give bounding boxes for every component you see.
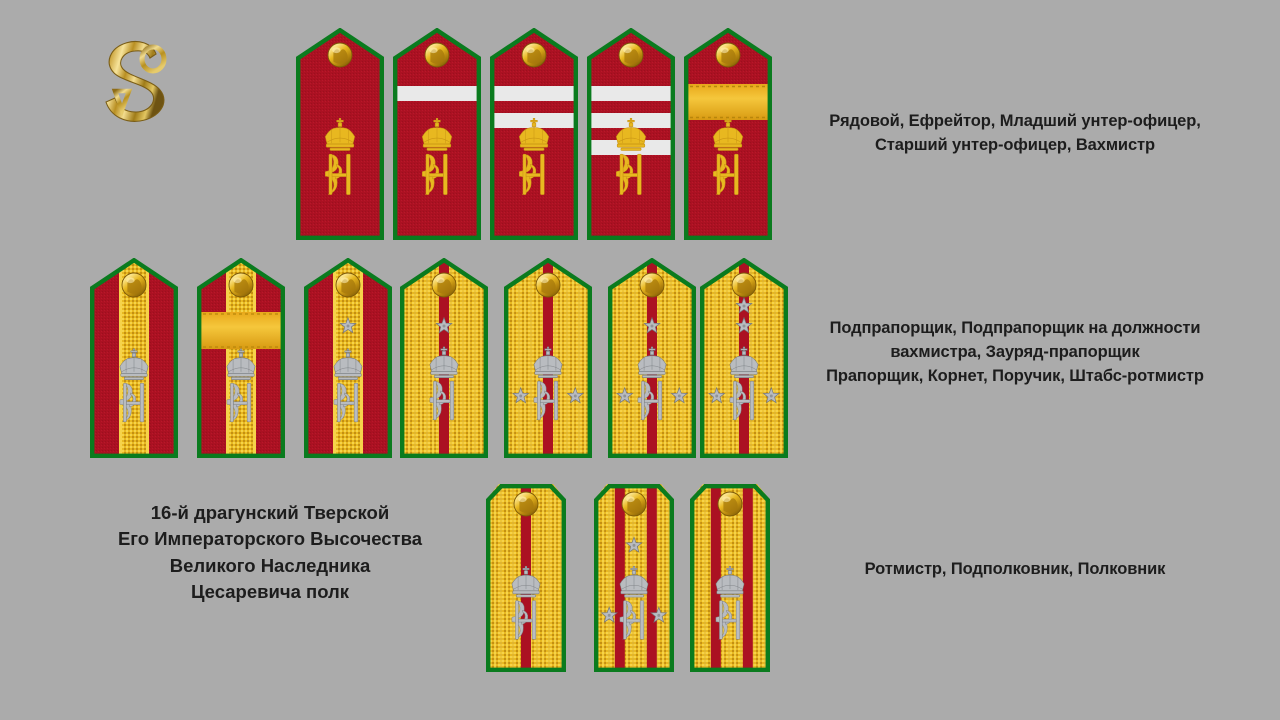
green-piping (90, 258, 178, 458)
rank-star-icon (615, 386, 634, 404)
caption-row-warrant-subaltern: Подпрапорщик, Подпрапорщик на должности … (826, 319, 1204, 385)
shoulder-board-4-warrant-subaltern (400, 258, 488, 458)
uniform-button-icon (431, 272, 457, 298)
shoulder-board-5-warrant-subaltern (504, 258, 592, 458)
piping-stripe (742, 484, 753, 672)
rank-stripe (587, 140, 675, 155)
green-piping (690, 484, 770, 672)
uniform-button-icon (327, 42, 353, 68)
gold-galloon-band (684, 84, 772, 120)
uniform-button-icon (424, 42, 450, 68)
uniform-button-icon (715, 42, 741, 68)
crown-cipher-icon (119, 348, 149, 423)
piping-stripe (646, 484, 657, 672)
rank-star-icon (643, 316, 661, 334)
rank-stripe (490, 86, 578, 101)
green-piping (486, 484, 566, 672)
crown-cipher-icon (333, 348, 363, 423)
shoulder-board-1-warrant-subaltern (90, 258, 178, 458)
shoulder-board-2-staff (594, 484, 674, 672)
sov-monogram-logo (88, 28, 188, 133)
rank-star-icon (625, 536, 643, 553)
rank-star-icon (670, 386, 689, 404)
monogram-icon (105, 40, 167, 122)
shoulder-board-5-enlisted (684, 28, 772, 240)
caption-row-enlisted: Рядовой, Ефрейтор, Младший унтер-офицер,… (829, 112, 1201, 154)
rank-star-icon (600, 606, 618, 623)
crown-cipher-icon (637, 346, 667, 421)
crown-cipher-icon (533, 346, 563, 421)
uniform-button-icon (121, 272, 147, 298)
piping-stripe (710, 484, 721, 672)
rank-star-icon (735, 316, 753, 334)
green-piping (304, 258, 392, 458)
uniform-button-icon (639, 272, 665, 298)
shoulder-board-2-enlisted (393, 28, 481, 240)
crown-cipher-icon (619, 566, 649, 640)
crown-cipher-icon (712, 118, 744, 195)
shoulder-board-3-enlisted (490, 28, 578, 240)
shoulder-board-3-staff (690, 484, 770, 672)
rank-star-icon (511, 386, 530, 404)
rank-star-icon (339, 316, 357, 334)
crown-cipher-icon (511, 566, 541, 640)
uniform-button-icon (618, 42, 644, 68)
green-piping (587, 28, 675, 240)
caption-row-staff: Ротмистр, Подполковник, Полковник (864, 560, 1166, 578)
crown-cipher-icon (226, 348, 256, 423)
green-piping (608, 258, 696, 458)
uniform-button-icon (228, 272, 254, 298)
crown-cipher-icon (729, 346, 759, 421)
green-piping (594, 484, 674, 672)
green-piping (393, 28, 481, 240)
green-piping (684, 28, 772, 240)
gold-galloon-band (197, 312, 285, 349)
crown-cipher-icon (429, 346, 459, 421)
rank-star-icon (435, 316, 453, 334)
shoulder-board-6-warrant-subaltern (608, 258, 696, 458)
green-piping (400, 258, 488, 458)
crown-cipher-icon (324, 118, 356, 195)
rank-star-icon (735, 296, 753, 314)
uniform-button-icon (513, 491, 539, 517)
piping-stripe (614, 484, 625, 672)
shoulder-board-1-staff (486, 484, 566, 672)
crown-cipher-icon (518, 118, 550, 195)
green-piping (197, 258, 285, 458)
shoulder-board-1-enlisted (296, 28, 384, 240)
green-piping (504, 258, 592, 458)
shoulder-board-4-enlisted (587, 28, 675, 240)
rank-star-icon (707, 386, 726, 404)
shoulder-board-3-warrant-subaltern (304, 258, 392, 458)
crown-cipher-icon (715, 566, 745, 640)
uniform-button-icon (535, 272, 561, 298)
green-piping (490, 28, 578, 240)
shoulder-board-7-warrant-subaltern (700, 258, 788, 458)
crown-cipher-icon (615, 118, 647, 195)
rank-star-icon (566, 386, 585, 404)
shoulder-board-2-warrant-subaltern (197, 258, 285, 458)
rank-stripe (587, 86, 675, 101)
green-piping (700, 258, 788, 458)
crown-cipher-icon (421, 118, 453, 195)
rank-star-icon (762, 386, 781, 404)
rank-stripe (393, 86, 481, 101)
green-piping (296, 28, 384, 240)
rank-star-icon (650, 606, 668, 623)
uniform-button-icon (731, 272, 757, 298)
uniform-button-icon (335, 272, 361, 298)
uniform-button-icon (521, 42, 547, 68)
regiment-title: 16-й драгунский Тверской Его Императорск… (117, 502, 423, 602)
uniform-button-icon (621, 491, 647, 517)
uniform-button-icon (717, 491, 743, 517)
